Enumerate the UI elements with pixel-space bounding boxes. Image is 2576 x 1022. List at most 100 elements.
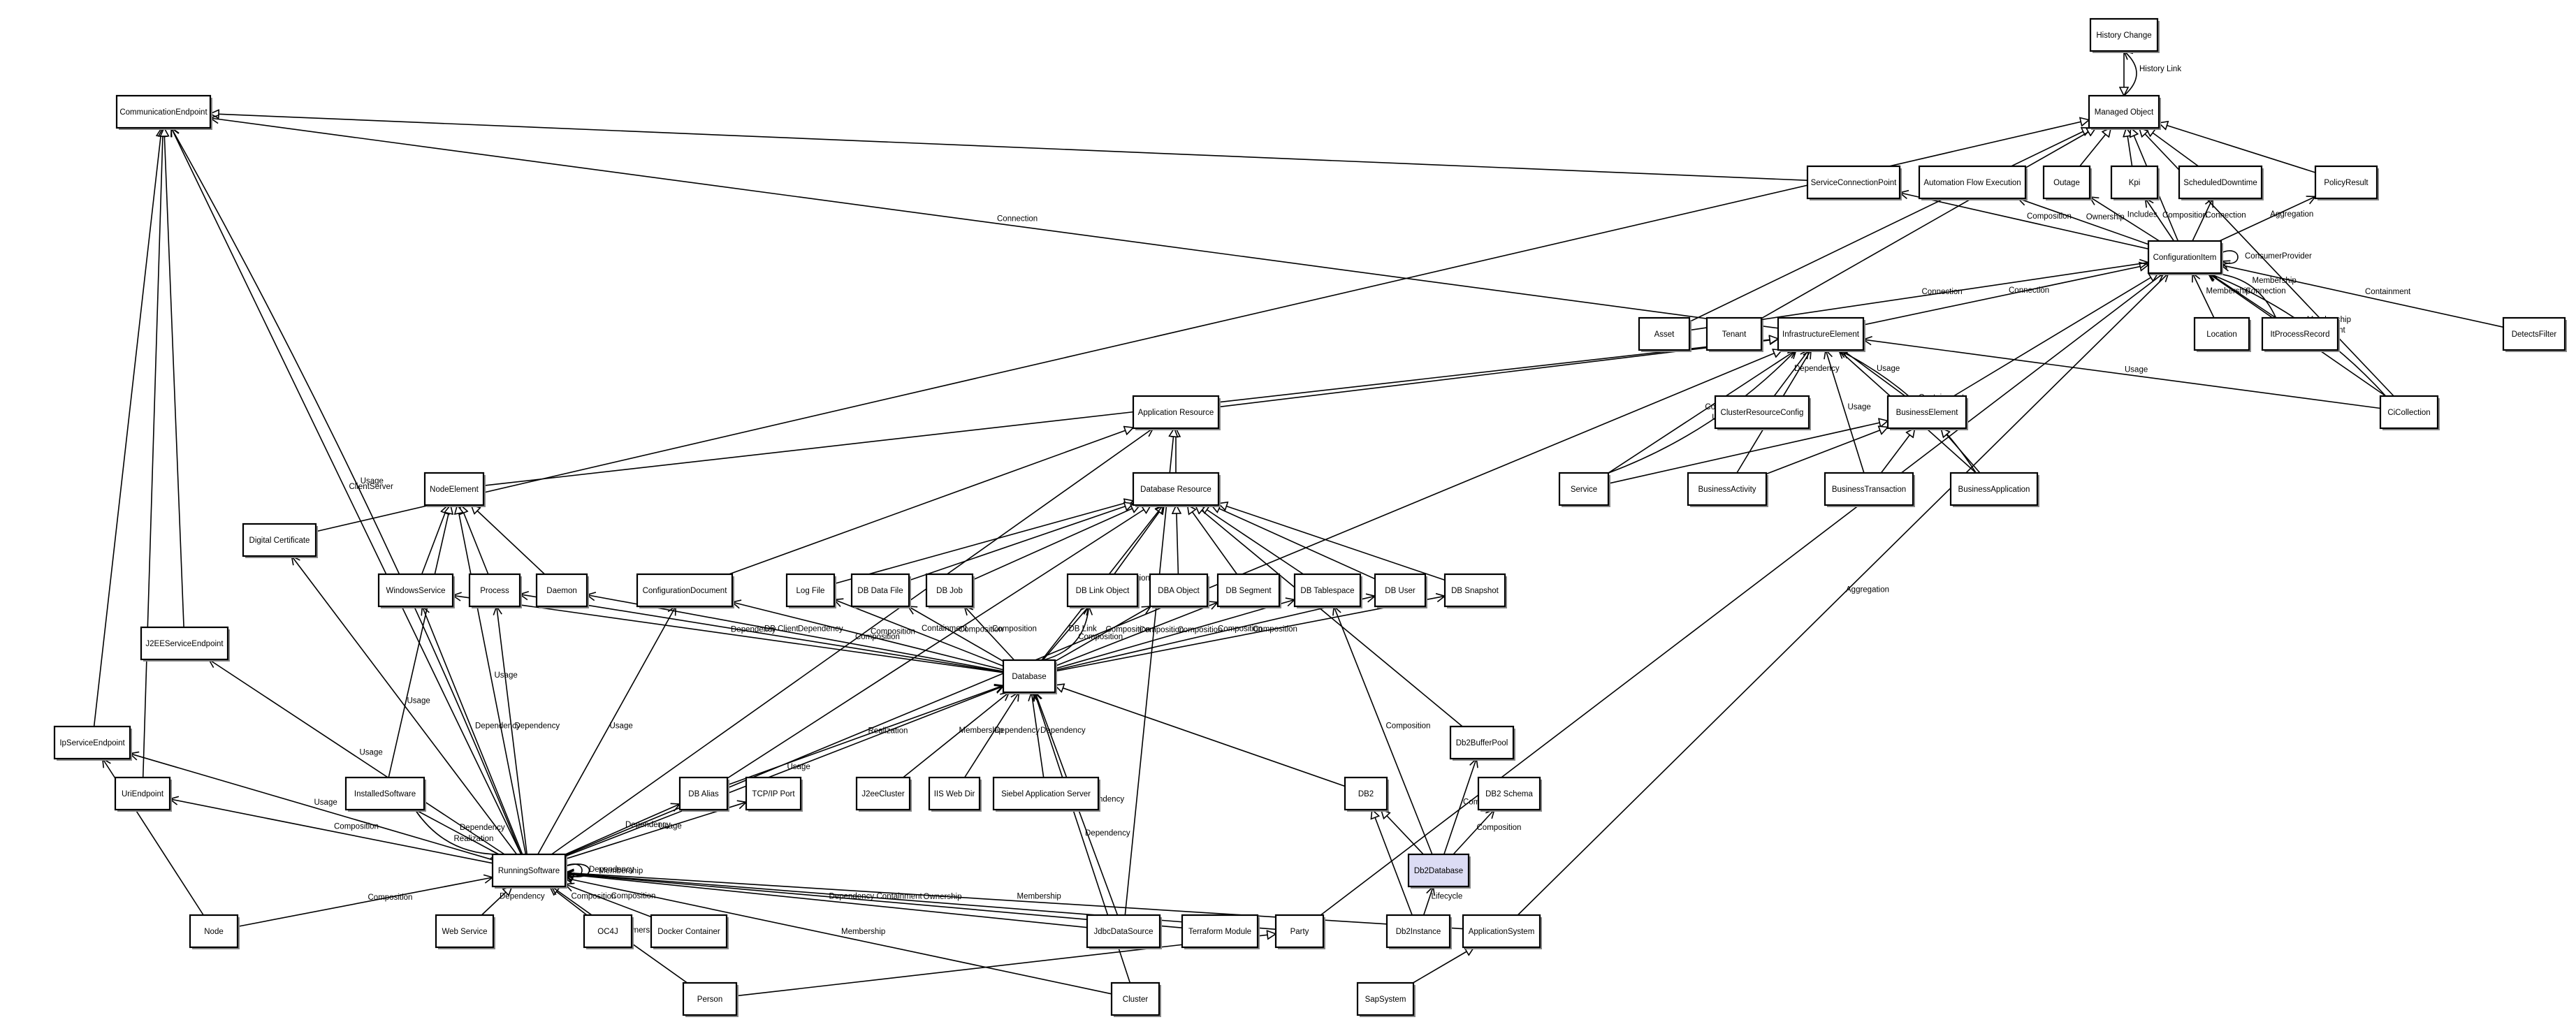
class-node-db-link-object[interactable]: DB Link Object — [1066, 573, 1140, 608]
class-node-dba-object[interactable]: DBA Object — [1149, 573, 1209, 608]
node-box[interactable] — [2379, 395, 2439, 430]
node-box[interactable] — [2193, 316, 2250, 351]
class-node-node-element[interactable]: NodeElement — [423, 472, 486, 507]
node-box[interactable] — [1216, 573, 1281, 608]
node-box[interactable] — [1443, 573, 1506, 608]
class-node-db-user[interactable]: DB User — [1374, 573, 1427, 608]
class-node-business-application[interactable]: BusinessApplication — [1949, 472, 2039, 507]
node-box[interactable] — [650, 914, 728, 949]
node-box[interactable] — [2314, 165, 2378, 200]
class-node-service[interactable]: Service — [1558, 472, 1610, 507]
node-box[interactable] — [1824, 472, 1914, 506]
class-node-automation-flow-execution[interactable]: Automation Flow Execution — [1918, 165, 2028, 200]
node-box[interactable] — [682, 981, 738, 1016]
node-box[interactable] — [1110, 981, 1160, 1016]
class-node-db-segment[interactable]: DB Segment — [1216, 573, 1281, 608]
class-node-daemon[interactable]: Daemon — [535, 573, 589, 608]
class-node-windows-service[interactable]: WindowsService — [377, 573, 455, 608]
node-box[interactable] — [1344, 776, 1388, 811]
node-box[interactable] — [992, 776, 1100, 811]
class-node-sap-system[interactable]: SapSystem — [1356, 981, 1416, 1017]
node-box[interactable] — [2261, 316, 2339, 351]
node-box[interactable] — [1949, 472, 2039, 506]
node-box[interactable] — [1806, 165, 1901, 200]
class-node-communication-endpoint[interactable]: CommunicationEndpoint — [115, 94, 212, 130]
class-node-person[interactable]: Person — [682, 981, 738, 1017]
class-node-configuration-document[interactable]: ConfigurationDocument — [636, 573, 734, 608]
class-node-digital-certificate[interactable]: Digital Certificate — [242, 523, 318, 558]
class-node-configuration-item[interactable]: ConfigurationItem — [2147, 240, 2223, 275]
node-box[interactable] — [1356, 981, 1415, 1016]
class-node-terraform-module[interactable]: Terraform Module — [1181, 914, 1260, 949]
class-node-db2[interactable]: DB2 — [1344, 776, 1389, 812]
class-node-log-file[interactable]: Log File — [785, 573, 836, 608]
node-box[interactable] — [678, 776, 729, 811]
class-node-db2-instance[interactable]: Db2Instance — [1385, 914, 1452, 949]
class-node-scheduled-downtime[interactable]: ScheduledDowntime — [2178, 165, 2264, 200]
node-box[interactable] — [2089, 17, 2159, 52]
class-node-managed-object[interactable]: Managed Object — [2088, 94, 2161, 130]
node-box[interactable] — [636, 573, 734, 608]
node-box[interactable] — [435, 914, 495, 949]
node-box[interactable] — [855, 776, 911, 811]
node-box[interactable] — [1705, 316, 1763, 351]
node-box[interactable] — [1886, 395, 1967, 430]
node-box[interactable] — [1477, 776, 1541, 811]
class-node-web-service[interactable]: Web Service — [435, 914, 495, 949]
class-node-cluster[interactable]: Cluster — [1110, 981, 1161, 1017]
class-node-node[interactable]: Node — [189, 914, 240, 949]
node-box[interactable] — [1132, 395, 1220, 430]
node-box[interactable] — [1918, 165, 2027, 200]
node-box[interactable] — [850, 573, 910, 608]
node-box[interactable] — [1558, 472, 1610, 506]
class-node-j2ee-service-endpoint[interactable]: J2EEServiceEndpoint — [140, 626, 230, 662]
node-box[interactable] — [2147, 240, 2222, 275]
class-node-installed-software[interactable]: InstalledSoftware — [344, 776, 426, 812]
class-node-kpi[interactable]: Kpi — [2110, 165, 2160, 200]
node-box[interactable] — [925, 573, 974, 608]
node-box[interactable] — [1086, 914, 1161, 949]
node-box[interactable] — [535, 573, 588, 608]
node-box[interactable] — [1462, 914, 1541, 949]
node-box[interactable] — [1714, 395, 1810, 430]
class-node-process[interactable]: Process — [468, 573, 522, 608]
class-node-service-connection-point[interactable]: ServiceConnectionPoint — [1806, 165, 1902, 200]
class-node-ip-service-endpoint[interactable]: IpServiceEndpoint — [53, 725, 132, 761]
class-node-it-process-record[interactable]: ItProcessRecord — [2261, 316, 2340, 352]
node-box[interactable] — [491, 853, 567, 888]
class-node-location[interactable]: Location — [2193, 316, 2251, 352]
node-box[interactable] — [377, 573, 454, 608]
class-node-docker-container[interactable]: Docker Container — [650, 914, 729, 949]
class-node-database[interactable]: Database — [1002, 659, 1057, 694]
node-box[interactable] — [140, 626, 229, 661]
node-box[interactable] — [1293, 573, 1362, 608]
class-node-tenant[interactable]: Tenant — [1705, 316, 1763, 352]
class-node-oc4j[interactable]: OC4J — [583, 914, 634, 949]
node-box[interactable] — [2502, 316, 2566, 351]
class-node-asset[interactable]: Asset — [1638, 316, 1691, 352]
node-box[interactable] — [583, 914, 633, 949]
node-box[interactable] — [2178, 165, 2263, 200]
class-node-ci-collection[interactable]: CiCollection — [2379, 395, 2440, 430]
class-node-db-data-file[interactable]: DB Data File — [850, 573, 911, 608]
class-node-db2-schema[interactable]: DB2 Schema — [1477, 776, 1542, 812]
class-node-db-alias[interactable]: DB Alias — [678, 776, 729, 812]
node-box[interactable] — [1132, 472, 1220, 506]
class-node-business-activity[interactable]: BusinessActivity — [1687, 472, 1768, 507]
class-node-party[interactable]: Party — [1274, 914, 1325, 949]
node-box[interactable] — [114, 776, 171, 811]
class-node-detects-filter[interactable]: DetectsFilter — [2502, 316, 2567, 352]
node-box[interactable] — [1274, 914, 1325, 949]
node-box[interactable] — [115, 94, 212, 129]
node-box[interactable] — [344, 776, 425, 811]
node-box[interactable] — [1374, 573, 1427, 608]
node-box[interactable] — [423, 472, 485, 506]
class-node-tcpip-port[interactable]: TCP/IP Port — [745, 776, 803, 812]
class-node-infrastructure-element[interactable]: InfrastructureElement — [1777, 316, 1865, 352]
class-node-db-snapshot[interactable]: DB Snapshot — [1443, 573, 1507, 608]
node-box[interactable] — [1181, 914, 1259, 949]
node-box[interactable] — [745, 776, 802, 811]
node-box[interactable] — [1002, 659, 1056, 694]
node-box[interactable] — [1385, 914, 1451, 949]
node-box[interactable] — [1066, 573, 1139, 608]
